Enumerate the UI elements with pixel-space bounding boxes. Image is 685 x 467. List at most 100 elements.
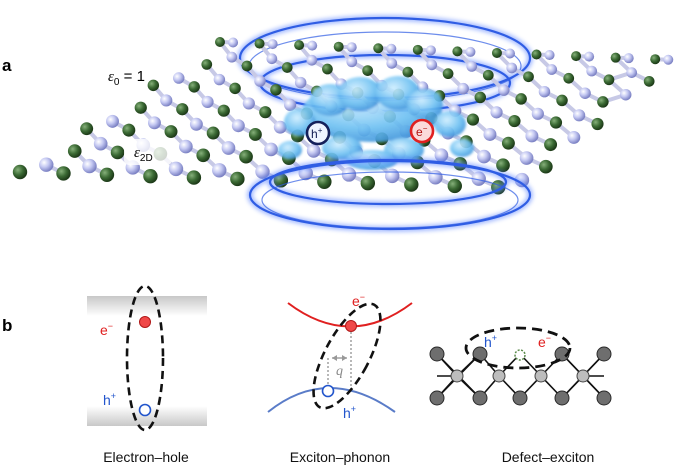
metal-atom <box>110 145 125 160</box>
chalcogen-atom <box>82 158 97 174</box>
chalcogen-atom <box>579 87 591 99</box>
metal-atom <box>515 93 527 105</box>
chalcogen-atom <box>525 129 539 143</box>
conduction-band-bar <box>87 296 207 316</box>
chalcogen-atom <box>267 39 278 50</box>
metal-atom <box>281 62 293 73</box>
metal-atom <box>531 49 542 60</box>
q-arrow-heads <box>332 355 347 361</box>
chalcogen-atom <box>505 48 516 59</box>
chalcogen-atom <box>254 75 266 87</box>
chalcogen-atom <box>584 51 595 62</box>
metal-atom <box>188 81 200 93</box>
chalcogen-atom <box>346 42 357 53</box>
chalcogen-atom <box>623 53 634 64</box>
metal-atom <box>556 94 568 107</box>
exciton-phonon-diagram: q e− h+ Exciton–phonon <box>267 292 413 465</box>
lower-field-lines <box>247 157 533 232</box>
chalcogen-atom <box>306 144 321 158</box>
svg-text:h+: h+ <box>311 126 323 141</box>
chalcogen-atom <box>531 107 544 120</box>
metal-atom <box>241 60 253 72</box>
chalcogen-atom <box>179 139 193 154</box>
chalcogen-atom <box>471 171 486 186</box>
chalcogen-atom <box>490 106 503 119</box>
chalcogen-atom <box>213 73 226 86</box>
metal-atom <box>229 82 241 95</box>
defect-lattice-atom-light <box>450 369 464 383</box>
chalcogen-atom <box>498 84 510 96</box>
metal-atom <box>360 175 376 191</box>
metal-atom <box>322 63 333 75</box>
chalcogen-atom <box>231 119 245 133</box>
chalcogen-atom <box>228 37 239 48</box>
chalcogen-atom <box>506 62 518 74</box>
hole-dot <box>321 384 335 398</box>
chalcogen-atom <box>106 114 119 128</box>
defect-lattice-atom-dark <box>596 390 612 406</box>
defect-lattice-atom-light <box>576 369 590 383</box>
metal-atom <box>643 75 655 87</box>
metal-atom <box>412 44 423 55</box>
defect-lattice-atom-light <box>492 369 506 383</box>
metal-atom <box>508 114 521 128</box>
metal-atom <box>474 91 487 104</box>
metal-atom <box>452 46 463 57</box>
chalcogen-atom <box>426 59 438 71</box>
chalcogen-atom <box>573 109 586 122</box>
chalcogen-atom <box>386 57 398 69</box>
electron-dot <box>139 316 151 328</box>
metal-atom <box>466 113 480 126</box>
chalcogen-atom <box>173 72 185 84</box>
metal-atom <box>373 43 384 54</box>
q-label: q <box>336 364 343 379</box>
chalcogen-atom <box>483 128 497 141</box>
metal-atom <box>333 41 344 52</box>
defect-lattice-atom-light <box>534 369 548 383</box>
chalcogen-atom <box>619 88 632 101</box>
metal-atom <box>217 104 230 117</box>
metal-atom <box>491 47 502 58</box>
panel-a: a <box>2 15 674 232</box>
metal-atom <box>164 125 178 139</box>
chalcogen-atom <box>189 117 203 131</box>
chalcogen-atom <box>434 148 449 162</box>
metal-atom <box>591 117 604 131</box>
chalcogen-atom <box>385 168 400 184</box>
eh-caption: Electron–hole <box>103 449 189 465</box>
chalcogen-atom <box>466 61 478 72</box>
chalcogen-atom <box>284 98 297 112</box>
metal-atom <box>176 103 189 116</box>
chalcogen-atom <box>519 151 534 165</box>
chalcogen-atom <box>212 163 227 178</box>
chalcogen-atom <box>428 170 443 185</box>
metal-atom <box>201 59 213 70</box>
exciton-dashed-ellipse <box>464 326 572 370</box>
metal-atom <box>603 74 615 86</box>
defect-lattice-atom-dark <box>512 390 528 406</box>
defect-exciton-diagram: h+ e− Defect–exciton <box>429 326 612 465</box>
metal-atom <box>402 66 414 78</box>
metal-atom <box>544 138 558 152</box>
panel-b: b e− h+ Electron–hole q <box>2 284 612 465</box>
metal-atom <box>230 171 245 187</box>
metal-atom <box>147 79 160 92</box>
de-caption: Defect–exciton <box>502 449 595 465</box>
chalcogen-atom <box>242 97 255 110</box>
panel-a-label: a <box>2 56 12 75</box>
ep-electron-label: e− <box>352 292 365 309</box>
metal-atom <box>134 101 147 114</box>
exciton-density-cloud <box>278 76 474 170</box>
chalcogen-atom <box>93 136 108 151</box>
chalcogen-atom <box>544 50 555 61</box>
electron-dot <box>345 320 357 332</box>
metal-atom <box>206 126 220 140</box>
hole-marker: h+ <box>305 120 331 146</box>
chalcogen-atom <box>201 95 214 109</box>
chalcogen-atom <box>160 94 173 107</box>
metal-atom <box>404 177 419 192</box>
metal-atom <box>447 178 462 194</box>
metal-atom <box>259 106 272 119</box>
chalcogen-atom <box>477 149 491 164</box>
eh-electron-label: e− <box>100 321 113 338</box>
